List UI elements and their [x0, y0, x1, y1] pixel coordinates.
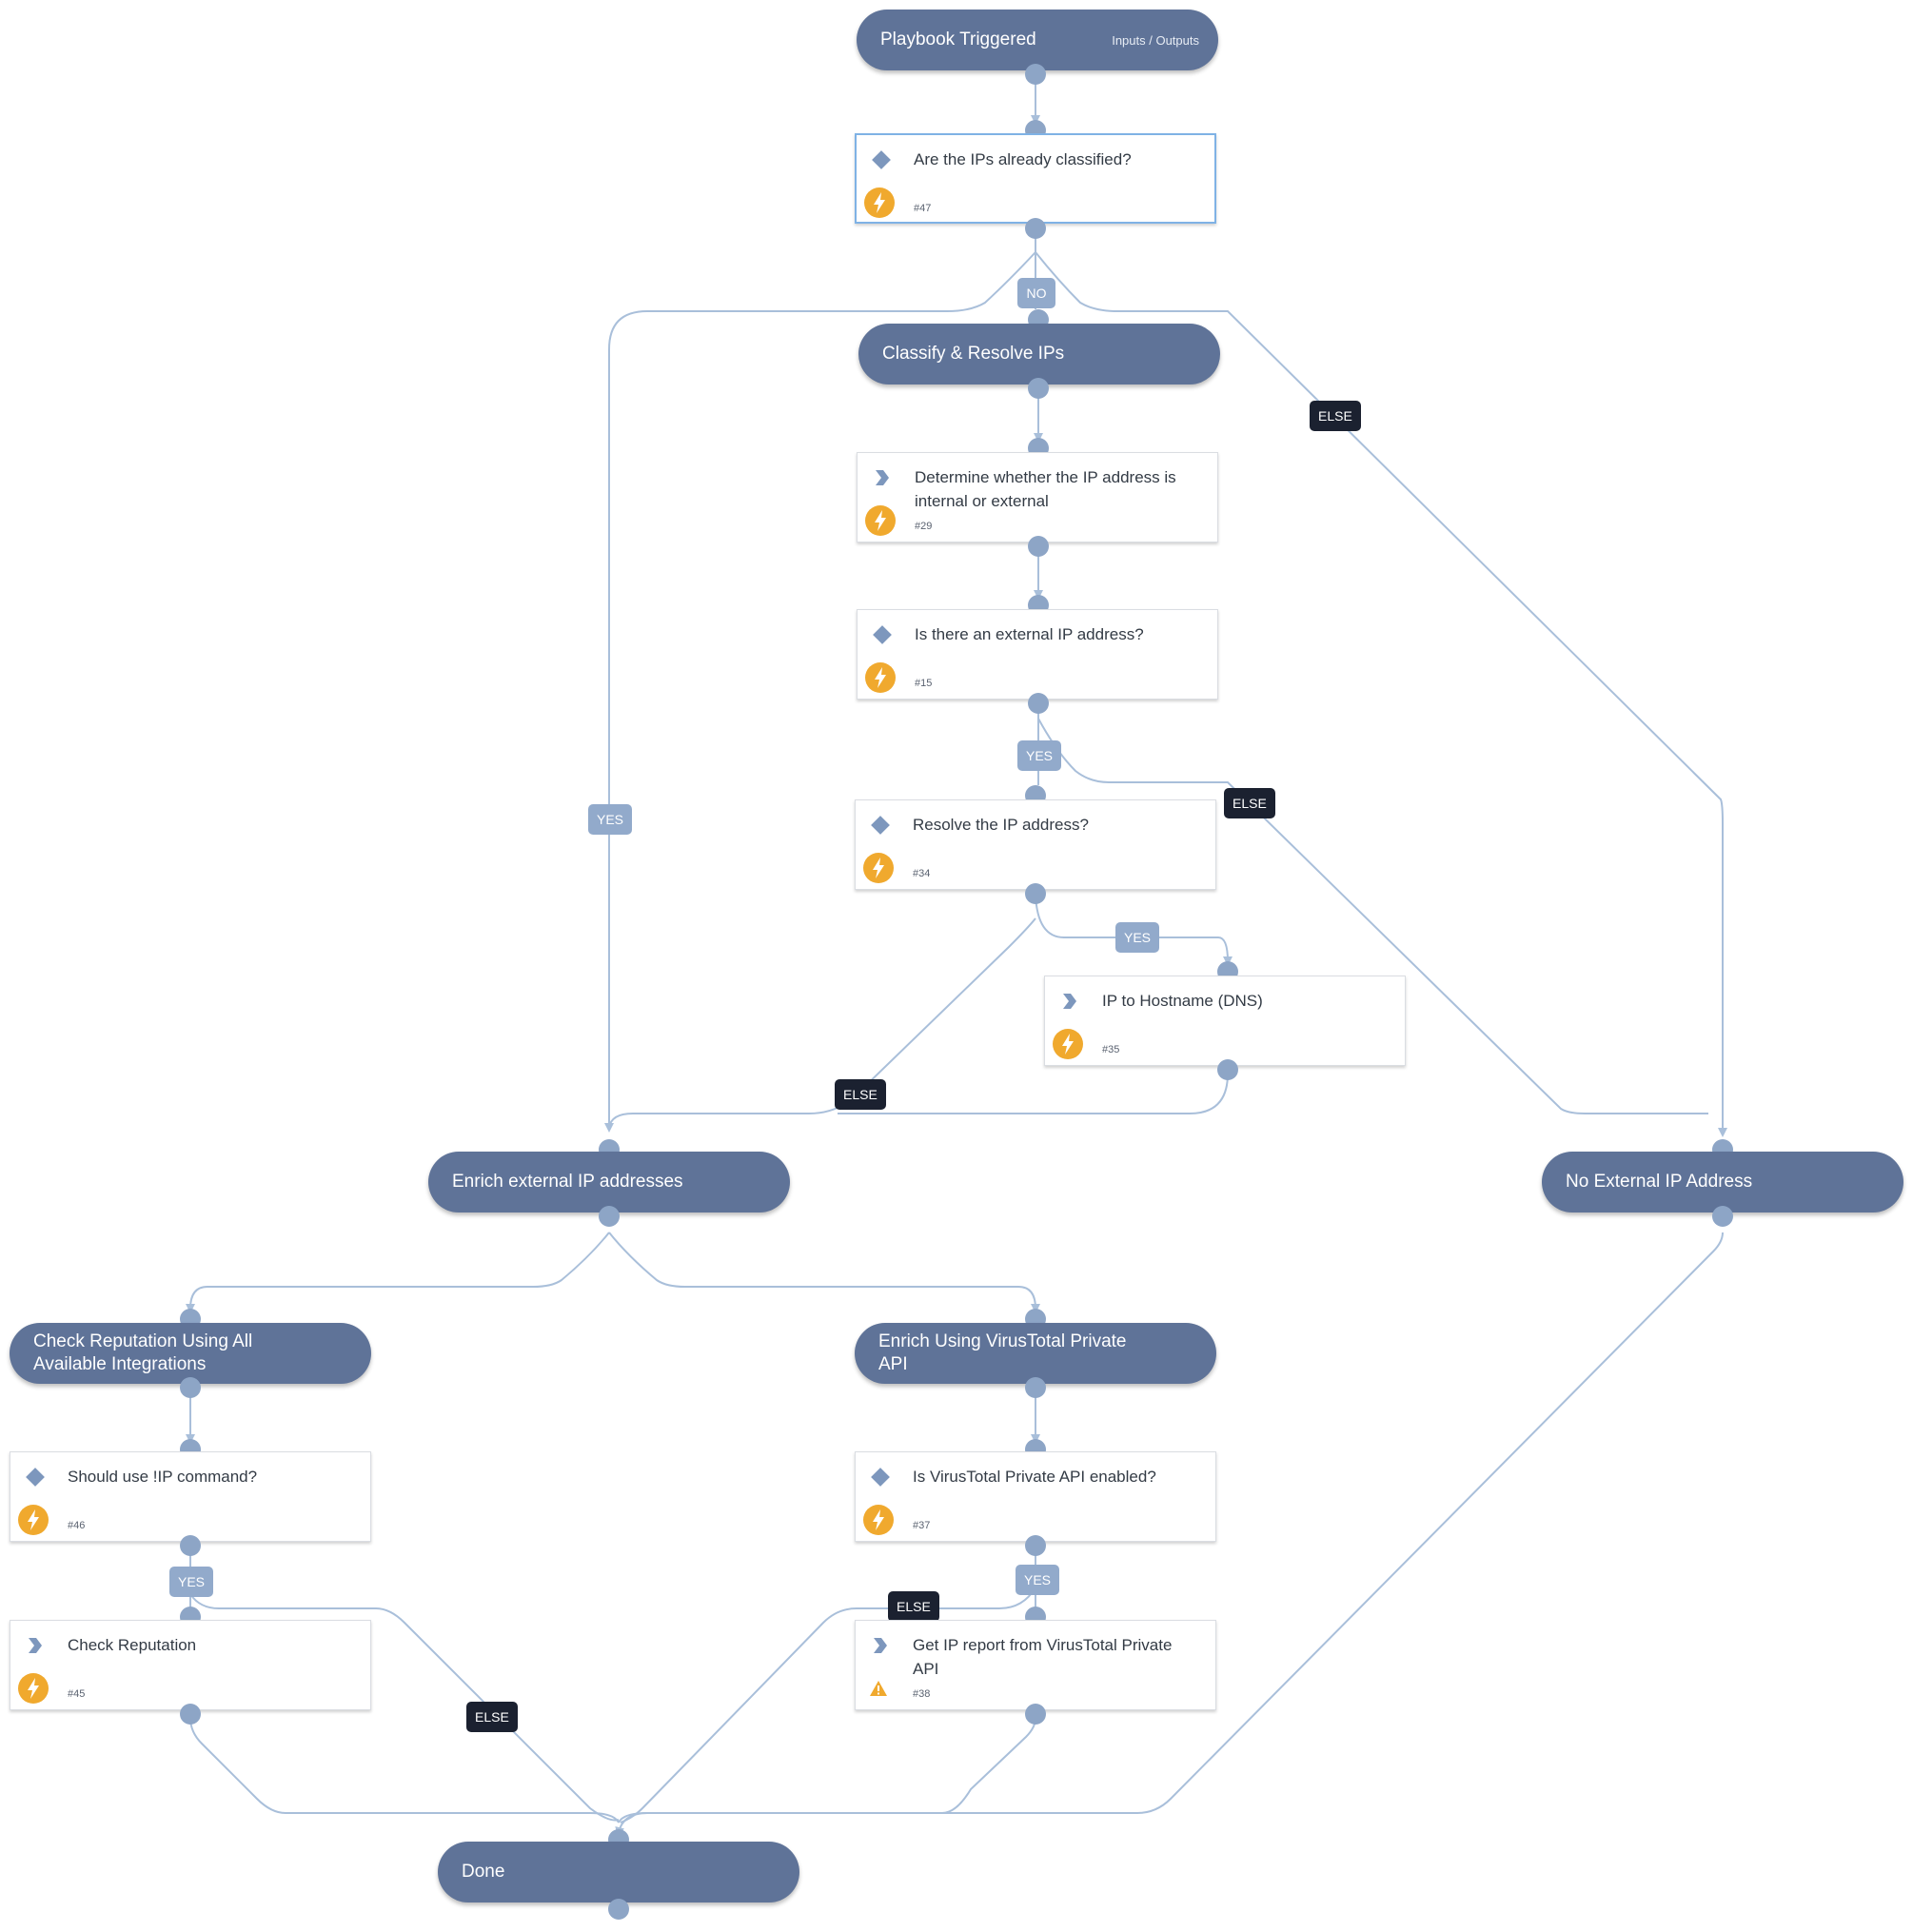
output-port[interactable]	[1217, 1059, 1238, 1080]
lightning-icon	[865, 505, 896, 536]
edge-label-else: ELSE	[466, 1702, 518, 1732]
task-number: #35	[1102, 1044, 1120, 1055]
lightning-icon	[1053, 1029, 1083, 1059]
output-port[interactable]	[180, 1535, 201, 1556]
section-title: Check Reputation Using All Available Int…	[33, 1331, 253, 1374]
edge-label-yes: YES	[169, 1567, 214, 1597]
output-port[interactable]	[180, 1377, 201, 1398]
diamond-icon	[872, 150, 891, 169]
task-number: #34	[913, 868, 931, 879]
edge-label-yes: YES	[1115, 922, 1160, 953]
edge-label-else: ELSE	[1224, 788, 1275, 818]
task-number: #37	[913, 1520, 931, 1531]
task-35[interactable]: IP to Hostname (DNS) #35	[1044, 976, 1406, 1066]
task-15[interactable]: Is there an external IP address? #15	[857, 609, 1218, 700]
task-46[interactable]: Should use !IP command? #46	[10, 1451, 371, 1542]
task-number: #46	[68, 1520, 86, 1531]
edge-label-else: ELSE	[1310, 401, 1361, 431]
inputs-outputs-link[interactable]: Inputs / Outputs	[1112, 32, 1199, 48]
lightning-icon	[863, 1505, 894, 1535]
task-title: IP to Hostname (DNS)	[1102, 992, 1263, 1010]
no-external-ip-section[interactable]: No External IP Address	[1542, 1152, 1903, 1212]
classify-resolve-section[interactable]: Classify & Resolve IPs	[858, 324, 1220, 384]
section-title: Enrich external IP addresses	[452, 1172, 683, 1192]
lightning-icon	[863, 853, 894, 883]
edge-label-else: ELSE	[888, 1591, 939, 1622]
task-number: #29	[915, 521, 933, 532]
task-title: Is VirusTotal Private API enabled?	[913, 1468, 1156, 1486]
output-port[interactable]	[1025, 883, 1046, 904]
output-port[interactable]	[1025, 1377, 1046, 1398]
task-45[interactable]: Check Reputation #45	[10, 1620, 371, 1710]
playbook-triggered-node[interactable]: Playbook Triggered Inputs / Outputs	[857, 10, 1218, 70]
task-37[interactable]: Is VirusTotal Private API enabled? #37	[855, 1451, 1216, 1542]
task-number: #38	[913, 1688, 931, 1700]
enrich-external-ip-section[interactable]: Enrich external IP addresses	[428, 1152, 790, 1212]
output-port[interactable]	[1025, 1704, 1046, 1725]
check-reputation-section[interactable]: Check Reputation Using All Available Int…	[10, 1323, 371, 1384]
task-title: Resolve the IP address?	[913, 816, 1089, 834]
diamond-icon	[26, 1468, 45, 1487]
task-title: Are the IPs already classified?	[914, 150, 1132, 168]
section-title: Classify & Resolve IPs	[882, 344, 1065, 364]
done-node[interactable]: Done	[438, 1842, 799, 1902]
output-port[interactable]	[1028, 378, 1049, 399]
chevron-right-icon	[1063, 994, 1076, 1009]
edge-label-yes: YES	[1016, 1565, 1060, 1595]
diamond-icon	[871, 1468, 890, 1487]
diamond-icon	[873, 625, 892, 644]
task-title: Is there an external IP address?	[915, 625, 1144, 643]
diamond-icon	[871, 816, 890, 835]
section-title: No External IP Address	[1566, 1172, 1753, 1192]
task-title: Get IP report from VirusTotal Private AP…	[913, 1636, 1173, 1678]
edge-label-no: NO	[1017, 278, 1055, 308]
task-title: Determine whether the IP address is inte…	[915, 468, 1176, 510]
task-38[interactable]: Get IP report from VirusTotal Private AP…	[855, 1620, 1216, 1710]
output-port[interactable]	[1025, 64, 1046, 85]
node-title: Done	[462, 1862, 505, 1882]
output-port[interactable]	[1025, 1535, 1046, 1556]
lightning-icon	[864, 187, 895, 218]
task-34[interactable]: Resolve the IP address? #34	[855, 799, 1216, 890]
task-title: Check Reputation	[68, 1636, 197, 1654]
task-29[interactable]: Determine whether the IP address is inte…	[857, 452, 1218, 542]
chevron-right-icon	[876, 470, 889, 485]
node-title: Playbook Triggered	[880, 30, 1036, 49]
lightning-icon	[865, 662, 896, 693]
output-port[interactable]	[180, 1704, 201, 1725]
chevron-right-icon	[29, 1638, 42, 1653]
output-port[interactable]	[1025, 218, 1046, 239]
chevron-right-icon	[874, 1638, 887, 1653]
output-port[interactable]	[1028, 693, 1049, 714]
task-number: #15	[915, 678, 933, 689]
task-number: #45	[68, 1688, 86, 1700]
lightning-icon	[18, 1505, 49, 1535]
section-title: Enrich Using VirusTotal Private API	[878, 1331, 1127, 1374]
task-number: #47	[914, 203, 932, 214]
output-port[interactable]	[599, 1206, 620, 1227]
virustotal-private-api-section[interactable]: Enrich Using VirusTotal Private API	[855, 1323, 1216, 1384]
edge-label-yes: YES	[1017, 740, 1062, 771]
warning-icon	[870, 1681, 887, 1696]
task-47[interactable]: Are the IPs already classified? #47	[855, 133, 1216, 224]
output-port[interactable]	[1028, 536, 1049, 557]
edge-label-else: ELSE	[835, 1079, 886, 1110]
edge-label-yes: YES	[588, 804, 633, 835]
task-title: Should use !IP command?	[68, 1468, 258, 1486]
output-port[interactable]	[608, 1899, 629, 1920]
output-port[interactable]	[1712, 1206, 1733, 1227]
lightning-icon	[18, 1673, 49, 1704]
